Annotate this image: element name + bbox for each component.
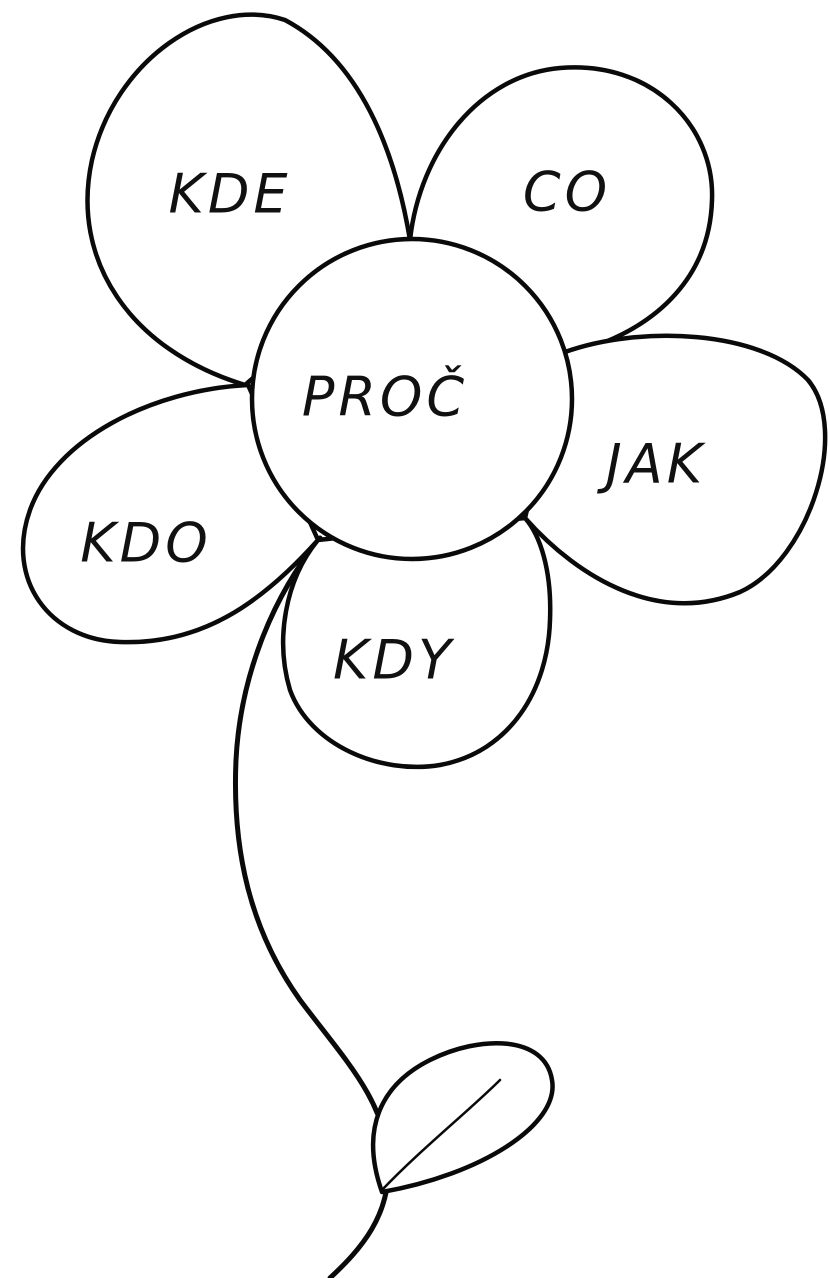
petal-label-kdo: KDO [80, 512, 212, 575]
petal-label-kdy: KDY [333, 629, 455, 692]
petal-label-jak: JAK [597, 433, 706, 496]
center-label: PROČ [302, 366, 468, 429]
petal-label-co: CO [523, 161, 611, 224]
petal-label-kde: KDE [168, 163, 291, 226]
leaf [373, 1043, 552, 1192]
